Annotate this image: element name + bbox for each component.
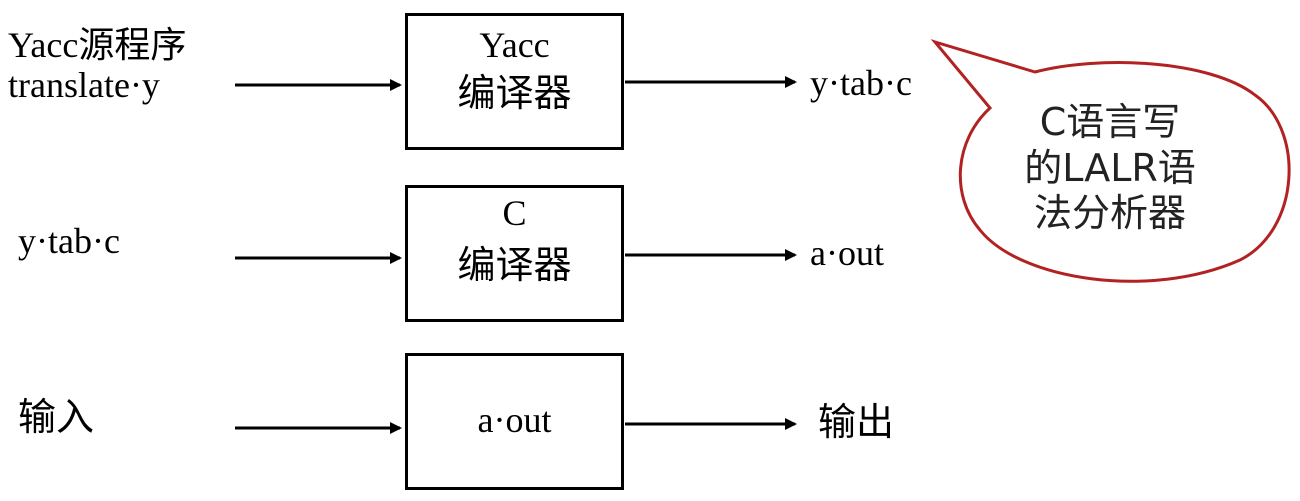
row1-input-line1: Yacc源程序 xyxy=(8,25,187,65)
yacc-compiler-box-line1: Yacc xyxy=(479,25,550,65)
row2-output-label: a·out xyxy=(810,233,884,273)
a-out-box: a·out xyxy=(405,353,624,490)
yacc-compiler-box: Yacc 编译器 xyxy=(405,13,624,150)
callout-text: C语言写 的LALR语 法分析器 xyxy=(980,100,1240,237)
callout-line1: C语言写 xyxy=(1039,100,1181,144)
yacc-compiler-box-line2: 编译器 xyxy=(457,71,572,115)
callout-line3: 法分析器 xyxy=(1033,191,1186,236)
row1-input-label: Yacc源程序 translate·y xyxy=(8,25,187,105)
row3-input-label: 输入 xyxy=(18,395,95,439)
c-compiler-box: C 编译器 xyxy=(405,185,624,322)
callout-line2: 的LALR语 xyxy=(1024,145,1196,190)
a-out-box-line1: a·out xyxy=(477,400,552,440)
c-compiler-box-line1: C xyxy=(502,193,527,233)
row1-output-label: y·tab·c xyxy=(810,63,912,103)
callout-bubble xyxy=(930,39,1291,283)
row2-input-label: y·tab·c xyxy=(18,221,120,261)
row3-output-label: 输出 xyxy=(818,400,895,444)
c-compiler-box-line2: 编译器 xyxy=(457,243,572,287)
row1-input-line2: translate·y xyxy=(8,64,160,105)
